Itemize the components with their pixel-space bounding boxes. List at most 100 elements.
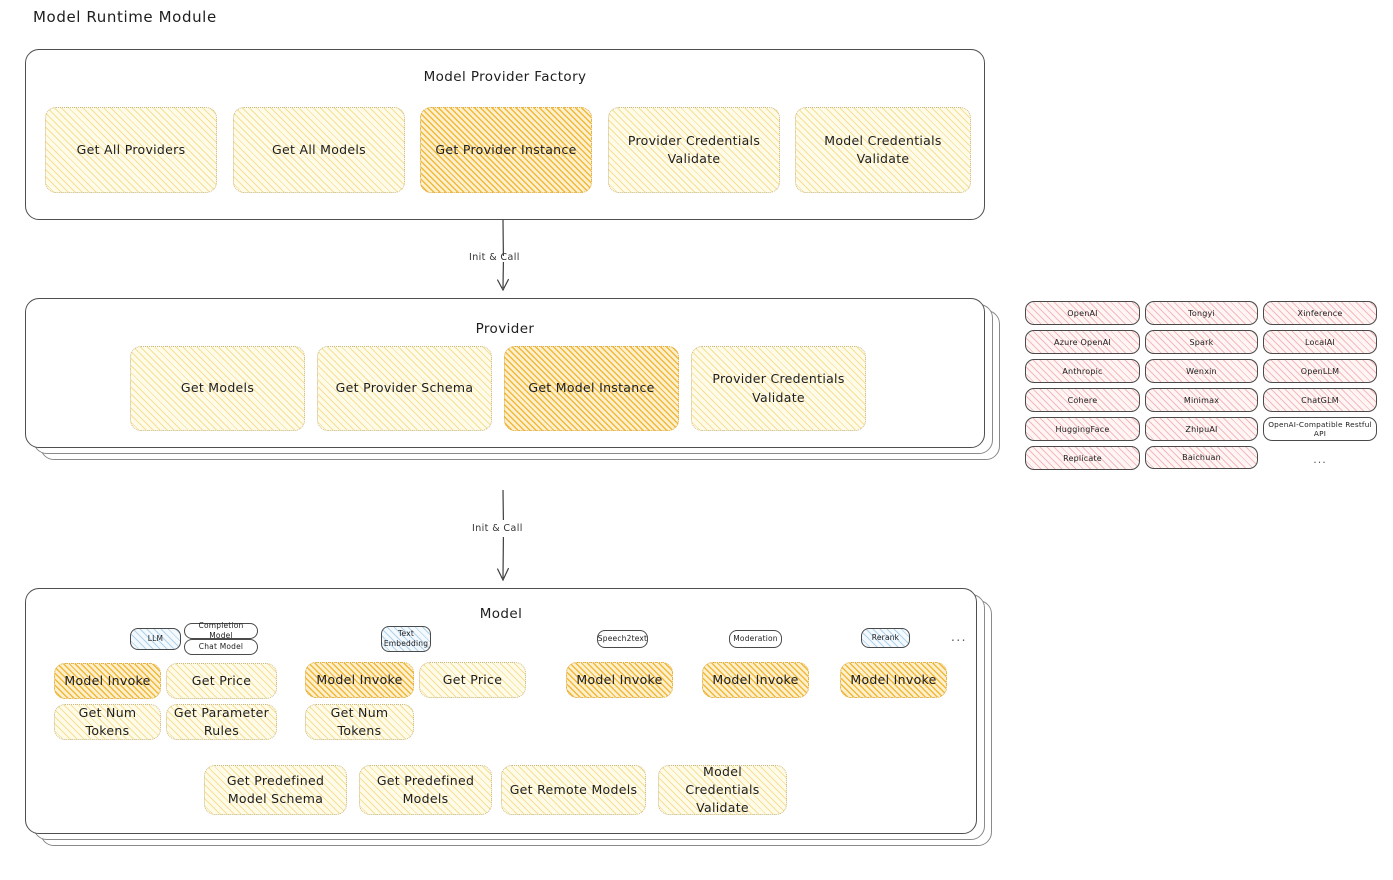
method-label: Model Credentials Validate — [685, 763, 760, 816]
provider-tag-label: Spark — [1189, 337, 1214, 347]
provider-tag-azure-openai[interactable]: Azure OpenAI — [1025, 330, 1140, 354]
method-label: Model Invoke — [316, 671, 403, 687]
provider-title: Provider — [475, 321, 535, 337]
model-shared-method-get-remote-models[interactable]: Get Remote Models — [501, 765, 646, 815]
llm-method-get-parameter-rules[interactable]: Get Parameter Rules — [166, 704, 277, 740]
provider-tag-label: Anthropic — [1062, 366, 1103, 376]
method-label: Get Remote Models — [509, 781, 638, 797]
method-label: Model Invoke — [64, 672, 151, 688]
llm-method-get-price[interactable]: Get Price — [166, 663, 277, 699]
provider-tag-huggingface[interactable]: HuggingFace — [1025, 417, 1140, 441]
method-label: Get Price — [191, 672, 252, 688]
factory-method-get-provider-instance[interactable]: Get Provider Instance — [420, 107, 592, 193]
provider-tag-label: Azure OpenAI — [1054, 337, 1111, 347]
model-type-label: LLM — [147, 634, 164, 644]
provider-tag-replicate[interactable]: Replicate — [1025, 446, 1140, 470]
provider-tag-openllm[interactable]: OpenLLM — [1263, 359, 1377, 383]
arrow-factory-to-provider-label: Init & Call — [469, 252, 520, 263]
provider-tag-cohere[interactable]: Cohere — [1025, 388, 1140, 412]
provider-tag-label: ZhipuAI — [1185, 424, 1218, 434]
arrow-provider-to-model-label: Init & Call — [472, 523, 523, 534]
provider-tag-label: OpenAI-Compatible Restful API — [1268, 420, 1372, 438]
model-subtype-label: Completion Model — [198, 621, 244, 640]
provider-method-label: Get Models — [180, 380, 255, 396]
method-label: Model Invoke — [850, 671, 937, 687]
text-embedding-method-get-num-tokens[interactable]: Get Num Tokens — [305, 704, 414, 740]
provider-tag-label: Tongyi — [1188, 308, 1215, 318]
factory-method-label: Model Credentials Validate — [824, 132, 942, 166]
provider-tag-baichuan[interactable]: Baichuan — [1145, 446, 1258, 469]
factory-method-provider-credentials-validate[interactable]: Provider Credentials Validate — [608, 107, 780, 193]
provider-tag-label: Wenxin — [1186, 366, 1217, 376]
model-subtype-badge-chat-model[interactable]: Chat Model — [184, 639, 258, 655]
provider-method-get-model-instance[interactable]: Get Model Instance — [504, 346, 679, 431]
model-subtype-label: Chat Model — [198, 642, 244, 652]
factory-method-label: Provider Credentials Validate — [627, 132, 761, 166]
model-shared-method-model-credentials-validate[interactable]: Model Credentials Validate — [658, 763, 787, 816]
model-type-badge-text-embedding[interactable]: Text Embedding — [381, 626, 431, 652]
text-embedding-method-get-price[interactable]: Get Price — [419, 662, 526, 698]
factory-method-label: Get All Models — [272, 141, 366, 157]
arrow-provider-to-model — [497, 490, 509, 582]
model-subtype-badge-completion-model[interactable]: Completion Model — [184, 621, 258, 640]
provider-tag-label: Xinference — [1297, 308, 1343, 318]
method-label: Model Invoke — [576, 671, 663, 687]
provider-tag-xinference[interactable]: Xinference — [1263, 301, 1377, 325]
moderation-method-model-invoke[interactable]: Model Invoke — [702, 662, 809, 698]
model-type-badge-llm[interactable]: LLM — [130, 628, 181, 650]
provider-method-provider-credentials-validate[interactable]: Provider Credentials Validate — [691, 346, 866, 431]
method-label: Get Predefined Model Schema — [226, 772, 325, 806]
model-title: Model — [479, 606, 523, 622]
provider-tag-label: ChatGLM — [1301, 395, 1339, 405]
provider-method-label: Get Provider Schema — [335, 380, 474, 396]
provider-tag-label: OpenAI — [1067, 308, 1098, 318]
method-label: Get Predefined Models — [376, 772, 475, 806]
provider-method-label: Provider Credentials Validate — [712, 371, 845, 405]
provider-tag-anthropic[interactable]: Anthropic — [1025, 359, 1140, 383]
provider-tag-label: Replicate — [1063, 453, 1102, 463]
factory-method-get-all-providers[interactable]: Get All Providers — [45, 107, 217, 193]
factory-method-label: Get All Providers — [76, 141, 186, 157]
model-types-more-ellipsis: ... — [951, 630, 967, 644]
provider-tag-tongyi[interactable]: Tongyi — [1145, 301, 1258, 325]
provider-tag-localai[interactable]: LocalAI — [1263, 330, 1377, 354]
provider-tag-label: Minimax — [1183, 395, 1220, 405]
provider-tag-label: OpenLLM — [1300, 366, 1340, 376]
provider-tag-openai-compatible-restful-api[interactable]: OpenAI-Compatible Restful API — [1263, 417, 1377, 441]
model-type-badge-moderation[interactable]: Moderation — [729, 630, 782, 648]
provider-tag-zhipuai[interactable]: ZhipuAI — [1145, 417, 1258, 441]
factory-method-model-credentials-validate[interactable]: Model Credentials Validate — [795, 107, 971, 193]
model-type-label: Speech2text — [597, 634, 648, 644]
model-type-badge-rerank[interactable]: Rerank — [861, 628, 910, 648]
model-type-label: Moderation — [733, 634, 778, 644]
provider-method-label: Get Model Instance — [528, 380, 655, 396]
llm-method-model-invoke[interactable]: Model Invoke — [54, 663, 161, 699]
model-type-badge-speech2text[interactable]: Speech2text — [597, 630, 648, 648]
method-label: Get Num Tokens — [78, 704, 137, 738]
text-embedding-method-model-invoke[interactable]: Model Invoke — [305, 662, 414, 698]
llm-method-get-num-tokens[interactable]: Get Num Tokens — [54, 704, 161, 740]
model-shared-method-get-predefined-models[interactable]: Get Predefined Models — [359, 765, 492, 815]
factory-method-get-all-models[interactable]: Get All Models — [233, 107, 405, 193]
method-label: Get Price — [442, 671, 503, 687]
method-label: Get Parameter Rules — [173, 704, 270, 738]
provider-tag-label: Cohere — [1067, 395, 1098, 405]
provider-method-get-models[interactable]: Get Models — [130, 346, 305, 431]
speech2text-method-model-invoke[interactable]: Model Invoke — [566, 662, 673, 698]
provider-tag-spark[interactable]: Spark — [1145, 330, 1258, 354]
provider-tag-wenxin[interactable]: Wenxin — [1145, 359, 1258, 383]
provider-list-more-ellipsis: ... — [1313, 452, 1327, 466]
provider-tag-label: Baichuan — [1182, 453, 1221, 462]
provider-tag-chatglm[interactable]: ChatGLM — [1263, 388, 1377, 412]
provider-method-get-provider-schema[interactable]: Get Provider Schema — [317, 346, 492, 431]
model-shared-method-get-predefined-model-schema[interactable]: Get Predefined Model Schema — [204, 765, 347, 815]
provider-tag-openai[interactable]: OpenAI — [1025, 301, 1140, 325]
model-type-label: Rerank — [871, 633, 900, 643]
factory-method-label: Get Provider Instance — [435, 141, 577, 157]
provider-tag-minimax[interactable]: Minimax — [1145, 388, 1258, 412]
method-label: Get Num Tokens — [330, 704, 389, 738]
model-type-label: Text Embedding — [383, 629, 429, 648]
method-label: Model Invoke — [712, 671, 799, 687]
rerank-method-model-invoke[interactable]: Model Invoke — [840, 662, 947, 698]
